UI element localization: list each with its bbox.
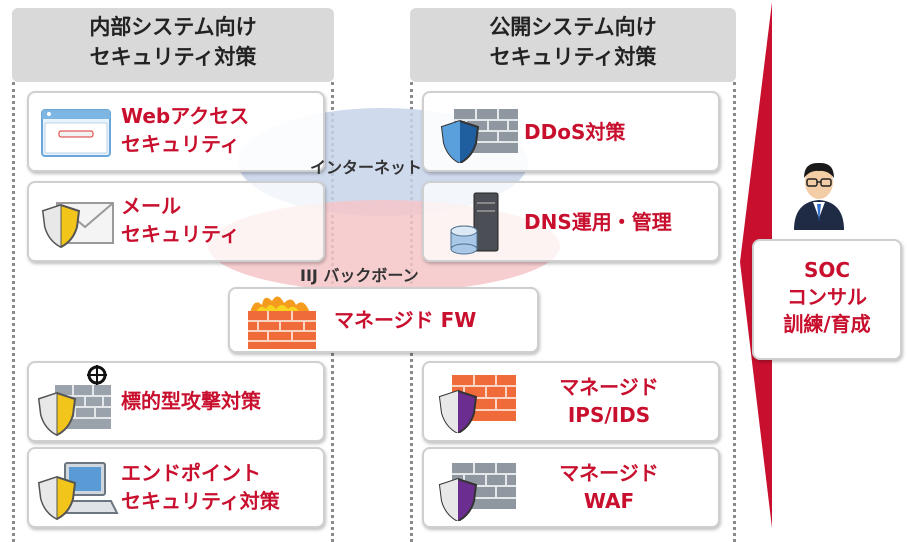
browser-icon [41,109,111,157]
public-header-line2: セキュリティ対策 [489,45,657,69]
targeted-attack-card: 標的型攻撃対策 [27,361,325,442]
ips-ids-line2: IPS/IDS [567,403,651,427]
ips-ids-line1: マネージド [559,375,659,399]
endpoint-line2: セキュリティ対策 [121,489,280,513]
soc-line2: コンサル [787,285,867,309]
public-column-header: 公開システム向け セキュリティ対策 [410,8,736,82]
web-access-line1: Webアクセス [121,104,250,128]
endpoint-security-card: エンドポイント セキュリティ対策 [27,447,325,528]
orange-firewall-icon [438,369,520,433]
ddos-label: DDoS対策 [524,120,626,144]
internet-label: インターネット [310,158,423,177]
backbone-label: IIJ バックボーン [300,266,419,285]
ddos-card: DDoS対策 [422,91,720,172]
dns-card: DNS運用・管理 [422,181,720,262]
firewall-shield-icon [440,101,522,163]
soc-card: SOC コンサル 訓練/育成 [752,239,902,360]
mail-line1: メール [121,194,181,218]
managed-waf-card: マネージド WAF [422,447,720,528]
soc-line3: 訓練/育成 [783,312,871,336]
targeted-attack-label: 標的型攻撃対策 [121,389,261,413]
mail-shield-icon [39,197,117,249]
endpoint-pc-icon [35,459,119,521]
managed-ips-ids-card: マネージド IPS/IDS [422,361,720,442]
dns-label: DNS運用・管理 [524,210,672,234]
internal-header-line2: セキュリティ対策 [89,45,257,69]
web-access-line2: セキュリティ [121,132,240,156]
managed-fw-label: マネージド FW [334,308,477,332]
mail-security-card: メール セキュリティ [27,181,325,262]
mail-line2: セキュリティ [121,222,240,246]
public-header-line1: 公開システム向け [489,15,657,39]
operator-person-icon [788,158,850,230]
managed-fw-card: マネージド FW [228,287,539,353]
web-access-security-card: Webアクセス セキュリティ [27,91,325,172]
soc-line1: SOC [803,258,851,282]
server-db-icon [448,189,508,259]
endpoint-line1: エンドポイント [121,461,261,485]
internal-column-header: 内部システム向け セキュリティ対策 [12,8,334,82]
targeted-attack-icon [35,365,119,439]
internal-header-line1: 内部システム向け [89,15,257,39]
firewall-purple-shield-icon [438,457,520,521]
waf-line2: WAF [583,489,635,513]
waf-line1: マネージド [559,461,659,485]
burning-firewall-icon [244,291,320,351]
